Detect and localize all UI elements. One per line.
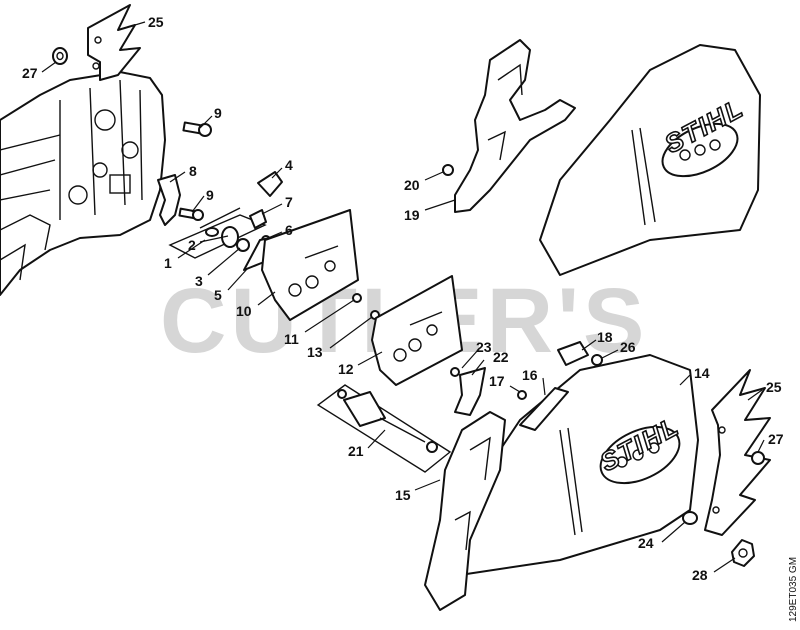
block-18 [557, 341, 589, 366]
catcher-16 [519, 387, 569, 431]
callout-28: 28 [692, 567, 708, 583]
callout-7: 7 [285, 194, 293, 210]
screw-9-lower [178, 207, 204, 221]
bumper-spike-upper [87, 4, 141, 81]
callout-1: 1 [164, 255, 172, 271]
callout-22: 22 [493, 349, 509, 365]
callout-numbers: 25 27 9 8 9 4 7 6 1 2 3 5 10 11 13 12 20… [22, 14, 784, 583]
callout-9-upper: 9 [214, 105, 222, 121]
callout-18: 18 [597, 329, 613, 345]
callout-15: 15 [395, 487, 411, 503]
callout-27-upper: 27 [22, 65, 38, 81]
callout-3: 3 [195, 273, 203, 289]
chain-cover-panel-19 [454, 39, 576, 213]
screw-20 [442, 164, 454, 176]
callout-4: 4 [285, 157, 293, 173]
callout-16: 16 [522, 367, 538, 383]
callout-25-lower: 25 [766, 379, 782, 395]
screw-26 [591, 354, 603, 366]
leader-lines [41, 21, 765, 573]
nut-27-lower [751, 451, 765, 465]
callout-13: 13 [307, 344, 323, 360]
drawing-code: 129ET035 GM [788, 557, 799, 622]
tensioner-assembly-21 [316, 384, 452, 473]
guide-plate-10 [261, 209, 359, 321]
side-panel-15 [424, 411, 506, 611]
callout-26: 26 [620, 339, 636, 355]
callout-8: 8 [189, 163, 197, 179]
nut-28 [731, 539, 755, 567]
bumper-spike-lower [704, 369, 771, 536]
screw-23 [450, 367, 460, 377]
callout-17: 17 [489, 373, 505, 389]
callout-10: 10 [236, 303, 252, 319]
callout-2: 2 [188, 237, 196, 253]
callout-9-lower: 9 [206, 187, 214, 203]
callout-5: 5 [214, 287, 222, 303]
lever-8 [157, 174, 181, 226]
clip-7 [249, 209, 267, 229]
strap-22 [454, 367, 486, 416]
screw-17 [517, 390, 527, 400]
callout-21: 21 [348, 443, 364, 459]
guide-plate-12 [371, 275, 463, 386]
callout-25-upper: 25 [148, 14, 164, 30]
callout-20: 20 [404, 177, 420, 193]
callout-14: 14 [694, 365, 710, 381]
callout-19: 19 [404, 207, 420, 223]
callout-6: 6 [285, 222, 293, 238]
clip-4 [257, 171, 283, 197]
callout-24: 24 [638, 535, 654, 551]
screw-9-upper [182, 121, 212, 137]
callout-12: 12 [338, 361, 354, 377]
nut-24 [682, 511, 698, 525]
nut-upper [52, 47, 68, 65]
callout-27-lower: 27 [768, 431, 784, 447]
callout-23: 23 [476, 339, 492, 355]
callout-11: 11 [284, 331, 299, 347]
sprocket-cover-upper: STIHL [539, 44, 761, 276]
sprocket-cover-lower: STIHL [459, 354, 699, 576]
screw-11 [352, 293, 362, 303]
engine-housing [0, 71, 166, 296]
